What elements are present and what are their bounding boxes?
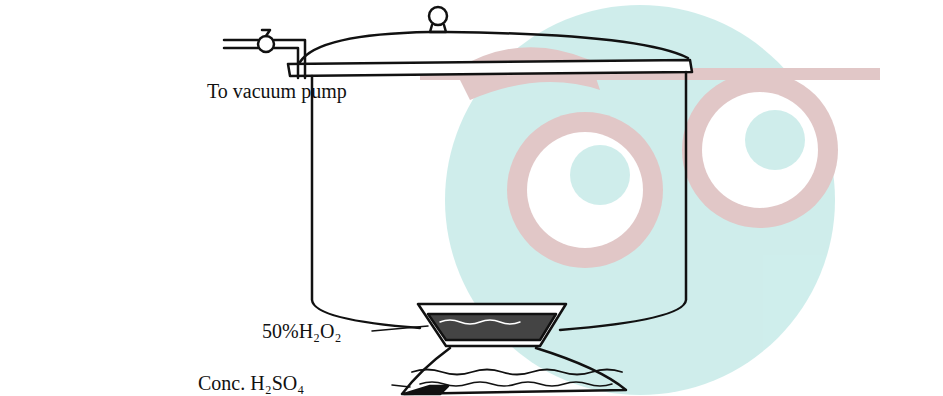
- desiccator: [224, 7, 692, 394]
- part-label: To vacuum pump: [207, 80, 347, 102]
- leader-line: [392, 385, 410, 387]
- part-label: 50%H₂O₂: [262, 320, 342, 342]
- part-label: Conc. H₂SO₄: [198, 372, 304, 394]
- leader-line: [372, 326, 428, 331]
